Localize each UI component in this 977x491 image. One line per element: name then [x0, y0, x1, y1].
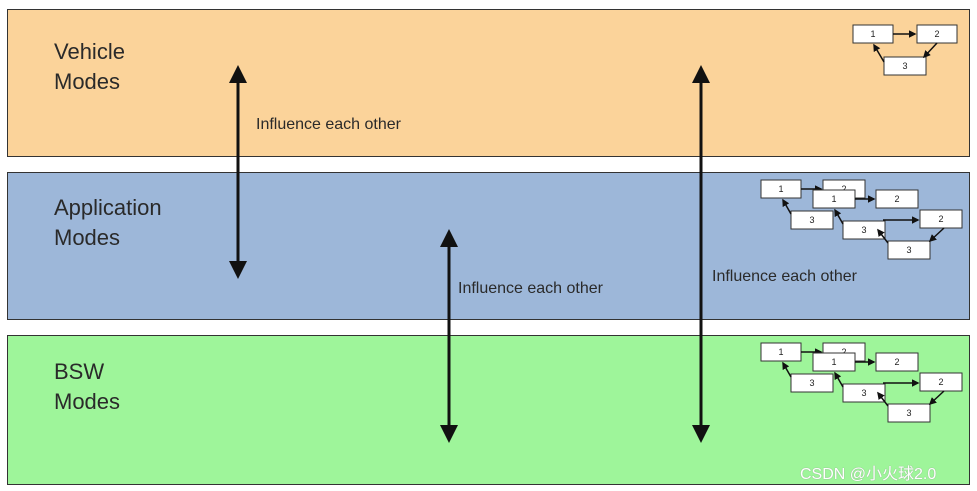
- bsw-modes-title: BSW Modes: [54, 359, 121, 414]
- svg-text:2: 2: [934, 29, 939, 39]
- influence-label-app-bsw: Influence each other: [458, 280, 603, 297]
- svg-text:3: 3: [809, 215, 814, 225]
- svg-text:1: 1: [870, 29, 875, 39]
- vehicle-modes-layer: Vehicle Modes: [7, 9, 970, 157]
- svg-text:3: 3: [906, 245, 911, 255]
- bsw-modes-layer: BSW Modes: [7, 335, 970, 485]
- watermark: CSDN @小火球2.0: [800, 466, 937, 483]
- influence-label-vehicle-bsw: Influence each other: [712, 268, 857, 285]
- svg-text:2: 2: [894, 194, 899, 204]
- influence-label-vehicle-app: Influence each other: [256, 116, 401, 133]
- svg-text:2: 2: [841, 184, 846, 194]
- svg-text:1: 1: [831, 194, 836, 204]
- svg-text:2: 2: [938, 214, 943, 224]
- svg-text:3: 3: [861, 225, 866, 235]
- svg-text:3: 3: [809, 378, 814, 388]
- vehicle-state-machine-icon: 1 2 3: [852, 24, 958, 76]
- application-modes-layer: Application Modes: [7, 172, 970, 320]
- svg-text:3: 3: [861, 388, 866, 398]
- svg-text:1: 1: [778, 184, 783, 194]
- svg-text:2: 2: [894, 357, 899, 367]
- svg-text:1: 1: [831, 357, 836, 367]
- bsw-state-machines-icon: 1 2 3 1 2 3 2 3: [760, 342, 963, 423]
- svg-text:1: 1: [778, 347, 783, 357]
- application-modes-title: Application Modes: [54, 195, 162, 250]
- svg-text:2: 2: [841, 347, 846, 357]
- svg-text:2: 2: [938, 377, 943, 387]
- svg-text:3: 3: [902, 61, 907, 71]
- svg-text:3: 3: [906, 408, 911, 418]
- application-state-machines-icon: 1 2 3 1 2 3 2 3: [760, 179, 963, 260]
- vehicle-modes-title: Vehicle Modes: [54, 39, 125, 94]
